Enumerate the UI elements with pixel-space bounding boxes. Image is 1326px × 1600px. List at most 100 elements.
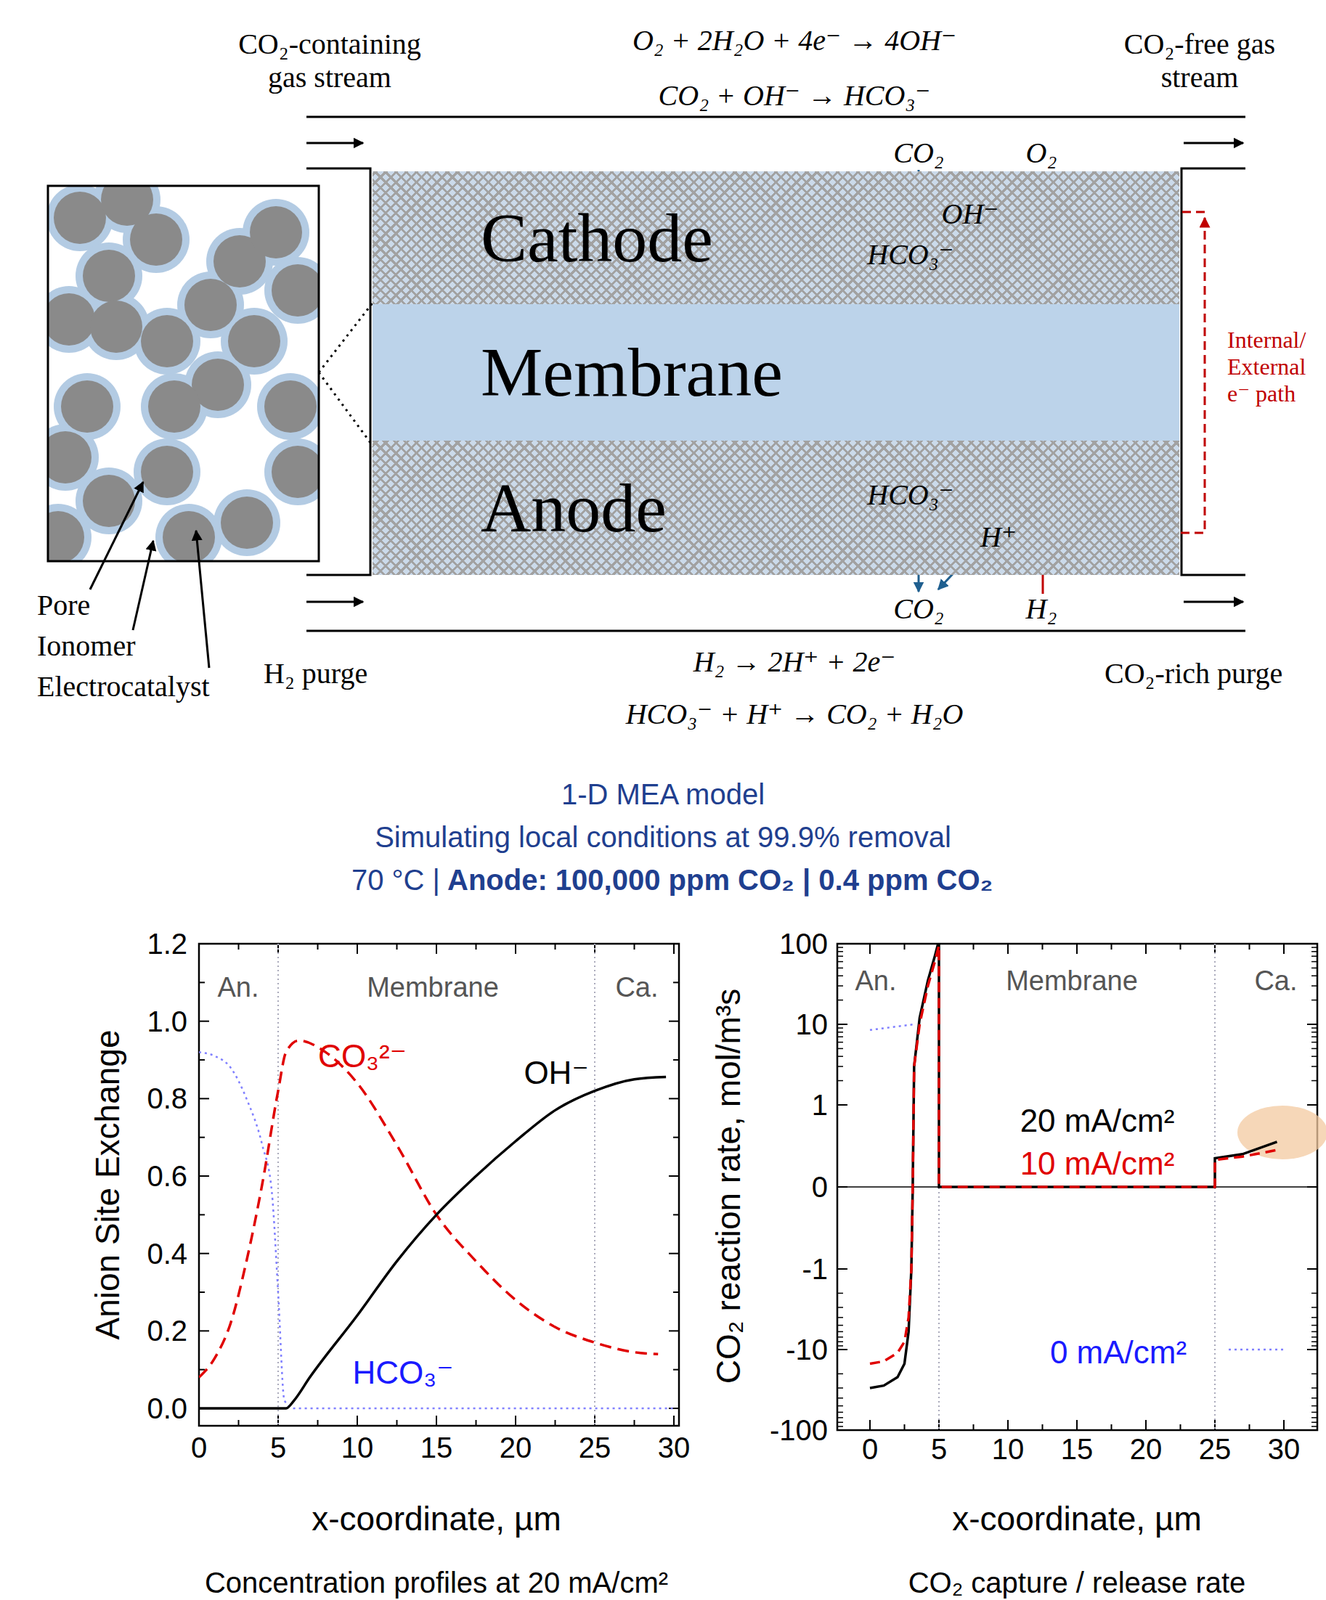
region-boundary xyxy=(277,944,279,1427)
axis-tick xyxy=(198,1369,205,1372)
axis-tick xyxy=(668,1253,679,1255)
axis-tick xyxy=(514,1416,517,1427)
tick-label: 10 xyxy=(795,1007,829,1042)
part-label: Electrocatalyst xyxy=(37,670,210,704)
axis-tick xyxy=(396,1420,398,1427)
electrocatalyst-particle xyxy=(271,264,319,317)
axis-tick xyxy=(198,1416,200,1427)
inset-frame xyxy=(47,185,319,562)
flow-arrow xyxy=(1183,142,1244,145)
axis-minor-tick xyxy=(1311,1412,1318,1414)
chart-caption: Concentration profiles at 20 mA/cm² xyxy=(204,1566,669,1600)
axis-minor-tick xyxy=(837,1048,844,1051)
axis-tick xyxy=(1145,944,1147,955)
oh-curve xyxy=(198,1076,666,1409)
axis-minor-tick xyxy=(837,975,844,977)
axis-tick xyxy=(1307,1268,1318,1271)
axis-tick xyxy=(837,1268,848,1271)
axis-minor-tick xyxy=(837,1412,844,1414)
axis-tick xyxy=(1145,1420,1147,1431)
equation: H₂ → 2H⁺ + 2e⁻ xyxy=(693,645,897,679)
chart-caption: CO₂ capture / release rate xyxy=(908,1566,1247,1600)
electron-path-label: Internal/ External e⁻ path xyxy=(1227,326,1324,407)
electrocatalyst-particle xyxy=(53,191,107,244)
axis-tick xyxy=(475,944,478,950)
tick-label: 20 xyxy=(1129,1432,1163,1467)
axis-minor-tick xyxy=(837,1325,844,1327)
tick-label: 0 xyxy=(190,1431,207,1465)
tick-label: 0 xyxy=(811,1170,828,1205)
axis-tick xyxy=(1076,1420,1078,1431)
axis-tick xyxy=(514,944,517,955)
chart-heading: 70 °C | xyxy=(351,863,441,897)
tick-label: 0.0 xyxy=(146,1392,188,1426)
tick-label: 25 xyxy=(1198,1432,1232,1467)
chart-heading: Simulating local conditions at 99.9% rem… xyxy=(374,820,952,854)
axis-minor-tick xyxy=(837,1307,844,1309)
axis-tick xyxy=(554,944,557,950)
axis-tick xyxy=(1249,1424,1251,1431)
current-10-curve xyxy=(869,945,1278,1364)
channel-wall xyxy=(306,168,371,576)
electrocatalyst-particle xyxy=(148,380,201,433)
ionomer-film xyxy=(213,489,281,557)
axis-minor-tick xyxy=(837,955,844,958)
axis-minor-tick xyxy=(1311,951,1318,953)
axis-tick xyxy=(869,1420,871,1431)
axis-minor-tick xyxy=(1311,1036,1318,1038)
tick-label: -100 xyxy=(769,1413,828,1448)
axis-tick xyxy=(1007,944,1009,955)
axis-tick xyxy=(1076,944,1078,955)
axis-tick xyxy=(198,1059,205,1061)
axis-minor-tick xyxy=(837,985,844,987)
axis-minor-tick xyxy=(837,1317,844,1319)
axis-minor-tick xyxy=(1311,1421,1318,1424)
region-boundary xyxy=(594,944,596,1427)
ionomer-film xyxy=(257,373,319,441)
membrane-layer: Membrane xyxy=(372,304,1180,441)
axis-minor-tick xyxy=(1311,999,1318,1002)
axis-minor-tick xyxy=(1311,1031,1318,1034)
axis-tick xyxy=(1180,1424,1182,1431)
ionomer-film xyxy=(264,438,319,506)
axis-tick xyxy=(198,1021,210,1023)
axis-minor-tick xyxy=(1311,985,1318,987)
species-label: CO₂ xyxy=(893,136,944,170)
axis-tick xyxy=(435,1416,438,1427)
axis-minor-tick xyxy=(1311,1426,1318,1428)
axis-minor-tick xyxy=(837,1421,844,1424)
axis-tick xyxy=(1283,944,1285,955)
axis-minor-tick xyxy=(837,1345,844,1348)
axis-minor-tick xyxy=(837,1066,844,1068)
equation: O₂ + 2H₂O + 4e⁻ → 4OH⁻ xyxy=(632,23,957,58)
tick-label: 0.4 xyxy=(146,1237,188,1271)
axis-tick xyxy=(869,944,871,955)
tick-label: 15 xyxy=(420,1431,454,1465)
axis-minor-tick xyxy=(1311,975,1318,977)
axis-tick xyxy=(198,943,210,945)
axis-tick xyxy=(1007,1420,1009,1431)
region-label: Ca. xyxy=(1254,965,1297,998)
axis-title: x-coordinate, µm xyxy=(311,1500,562,1539)
flow-arrow xyxy=(306,142,364,145)
axis-minor-tick xyxy=(837,951,844,953)
axis-tick xyxy=(1111,1424,1113,1431)
axis-minor-tick xyxy=(837,1036,844,1038)
axis-minor-tick xyxy=(1311,1055,1318,1058)
tick-label: 15 xyxy=(1060,1432,1094,1467)
electrocatalyst-particle xyxy=(90,300,143,353)
region-label: Membrane xyxy=(366,972,499,1005)
axis-tick xyxy=(1180,944,1182,950)
axis-tick xyxy=(1307,1104,1318,1106)
axis-tick xyxy=(673,1416,675,1427)
axis-minor-tick xyxy=(837,1042,844,1044)
axis-minor-tick xyxy=(837,1080,844,1083)
axis-tick xyxy=(198,1097,210,1100)
axis-tick xyxy=(198,1253,210,1255)
axis-tick xyxy=(633,1420,636,1427)
region-label: An. xyxy=(854,965,897,998)
axis-title: Anion Site Exchange xyxy=(88,1029,128,1340)
electrocatalyst-particle xyxy=(271,445,319,499)
tick-label: 0.8 xyxy=(146,1082,188,1116)
electrocatalyst-particle xyxy=(184,278,237,332)
